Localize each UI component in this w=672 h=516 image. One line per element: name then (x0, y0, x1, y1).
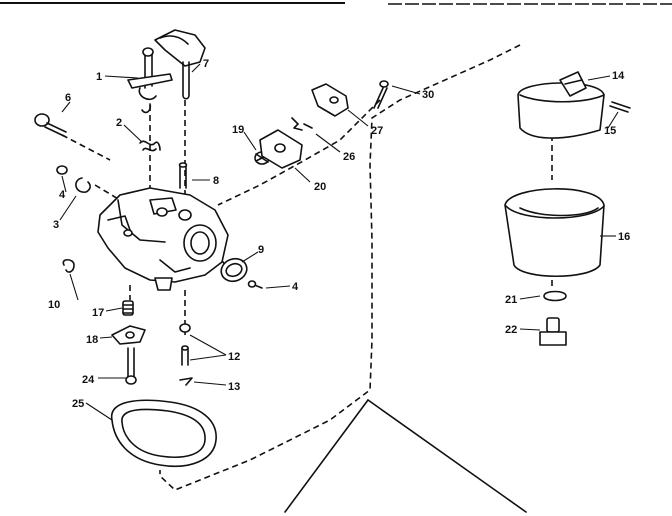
clip-3 (75, 177, 91, 193)
label-10: 10 (48, 299, 60, 311)
spring-17 (122, 300, 134, 316)
dashed-3 (94, 184, 121, 201)
label-9: 9 (258, 244, 264, 256)
label-25: 25 (72, 398, 84, 410)
screw-6 (34, 113, 67, 137)
label-2: 2 (116, 117, 122, 129)
float-14 (517, 71, 605, 139)
throttle-lever (154, 29, 206, 100)
dashed-screw-6 (61, 134, 111, 161)
screw-4b (247, 280, 263, 289)
label-16: 16 (618, 231, 630, 243)
carburetor-body (97, 187, 229, 291)
label-30: 30 (422, 89, 434, 101)
label-6: 6 (65, 92, 71, 104)
lever-18 (111, 325, 146, 345)
label-27: 27 (371, 125, 383, 137)
plate-20 (259, 129, 303, 169)
nut-4a (56, 165, 68, 175)
label-3: 3 (53, 219, 59, 231)
label-22: 22 (505, 324, 517, 336)
label-20: 20 (314, 181, 326, 193)
label-4b: 4 (292, 281, 299, 293)
bolt-22 (539, 317, 567, 346)
bracket-27 (311, 83, 349, 117)
gasket-25 (111, 399, 217, 467)
label-15: 15 (604, 125, 616, 137)
label-4a: 4 (59, 189, 66, 201)
disc-9 (220, 257, 248, 283)
label-24: 24 (82, 374, 95, 386)
label-13: 13 (228, 381, 240, 393)
label-26: 26 (343, 151, 355, 163)
needle-12 (179, 323, 191, 366)
washer-10 (62, 258, 75, 273)
spring-26 (291, 117, 313, 131)
label-17: 17 (92, 307, 104, 319)
screw-24 (125, 347, 137, 385)
washer-21 (543, 290, 567, 302)
label-12: 12 (228, 351, 240, 363)
label-19: 19 (232, 124, 244, 136)
bowl-16 (504, 188, 605, 277)
corner-line-right (367, 399, 527, 513)
label-1: 1 (96, 71, 102, 83)
label-14: 14 (612, 70, 625, 82)
screw-30 (373, 80, 389, 109)
spring-2 (139, 140, 161, 152)
clip-13 (179, 377, 193, 386)
dashed-assembly-path (159, 44, 521, 491)
label-18: 18 (86, 334, 98, 346)
leader-lines (59, 63, 619, 421)
label-8: 8 (213, 175, 219, 187)
dashed-path-upper (217, 99, 381, 206)
pin-15 (609, 101, 631, 113)
choke-shaft (127, 47, 173, 114)
label-7: 7 (203, 58, 209, 70)
pin-8 (178, 162, 188, 189)
corner-line-left (284, 399, 369, 513)
label-21: 21 (505, 294, 517, 306)
